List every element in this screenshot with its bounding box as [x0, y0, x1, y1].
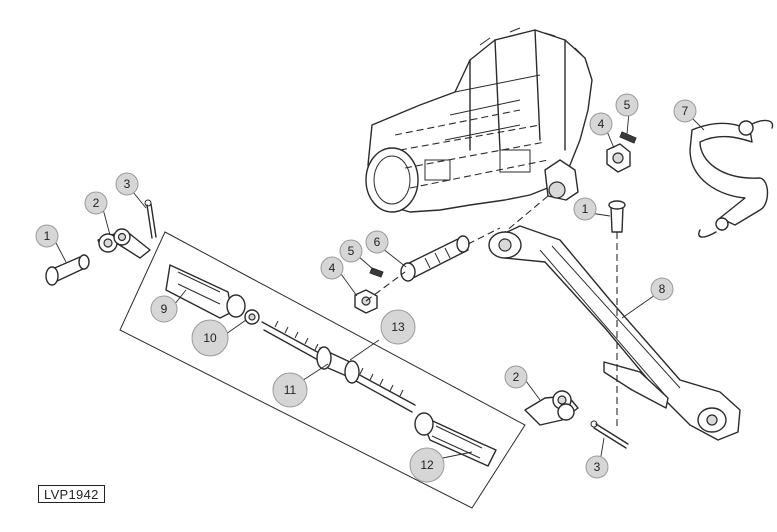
- svg-text:10: 10: [203, 331, 217, 345]
- leader-lines: [55, 111, 705, 463]
- svg-text:2: 2: [513, 370, 520, 384]
- clevis-pin-left: [45, 254, 90, 286]
- callout: 4: [320, 256, 344, 280]
- clevis-left: [97, 228, 151, 259]
- assembly-line-nut: [365, 271, 406, 302]
- callout: 13: [380, 309, 416, 345]
- cotter-pin-left: [144, 199, 157, 239]
- svg-text:11: 11: [284, 383, 297, 397]
- callout: 7: [673, 99, 697, 123]
- svg-text:1: 1: [44, 229, 51, 243]
- spring-pin-right: [619, 131, 637, 144]
- callout: 2: [84, 191, 108, 215]
- spring-pin-center: [369, 267, 384, 278]
- svg-text:3: 3: [594, 460, 601, 474]
- svg-text:4: 4: [598, 117, 605, 131]
- callout: 12: [409, 447, 445, 483]
- callout: 5: [339, 239, 363, 263]
- svg-text:13: 13: [391, 320, 405, 334]
- callout: 9: [150, 295, 178, 323]
- svg-text:2: 2: [93, 196, 100, 210]
- callout: 3: [585, 455, 609, 479]
- svg-text:3: 3: [124, 177, 131, 191]
- svg-text:8: 8: [659, 282, 666, 296]
- nut-center: [354, 289, 378, 314]
- clevis-lower-right: [524, 390, 579, 426]
- callout: 6: [365, 230, 389, 254]
- clevis-pin-right: [608, 200, 626, 233]
- callout: 10: [191, 319, 229, 357]
- callout: 8: [650, 277, 674, 301]
- svg-text:4: 4: [329, 261, 336, 275]
- cotter-pin-lower-right: [590, 420, 629, 449]
- transmission-housing: [365, 27, 593, 213]
- nut-right: [606, 143, 631, 173]
- svg-text:9: 9: [161, 302, 168, 316]
- svg-text:1: 1: [582, 202, 589, 216]
- callout: 4: [589, 112, 613, 136]
- callout: 1: [35, 224, 59, 248]
- svg-text:6: 6: [374, 235, 381, 249]
- check-chain: [689, 119, 774, 238]
- figure-id-label: LVP1942: [38, 485, 105, 503]
- callout: 2: [504, 365, 528, 389]
- svg-text:5: 5: [624, 98, 631, 112]
- svg-text:7: 7: [682, 104, 689, 118]
- assembly-line-housing: [504, 195, 549, 233]
- turnbuckle-assembly: [119, 231, 526, 509]
- callout: 11: [272, 372, 308, 408]
- svg-text:5: 5: [348, 244, 355, 258]
- lower-link-arm: [488, 225, 741, 441]
- callout: 1: [573, 197, 597, 221]
- callout: 3: [115, 172, 139, 196]
- svg-text:12: 12: [420, 458, 434, 472]
- shaft-bolt: [400, 227, 501, 282]
- callout: 5: [615, 93, 639, 117]
